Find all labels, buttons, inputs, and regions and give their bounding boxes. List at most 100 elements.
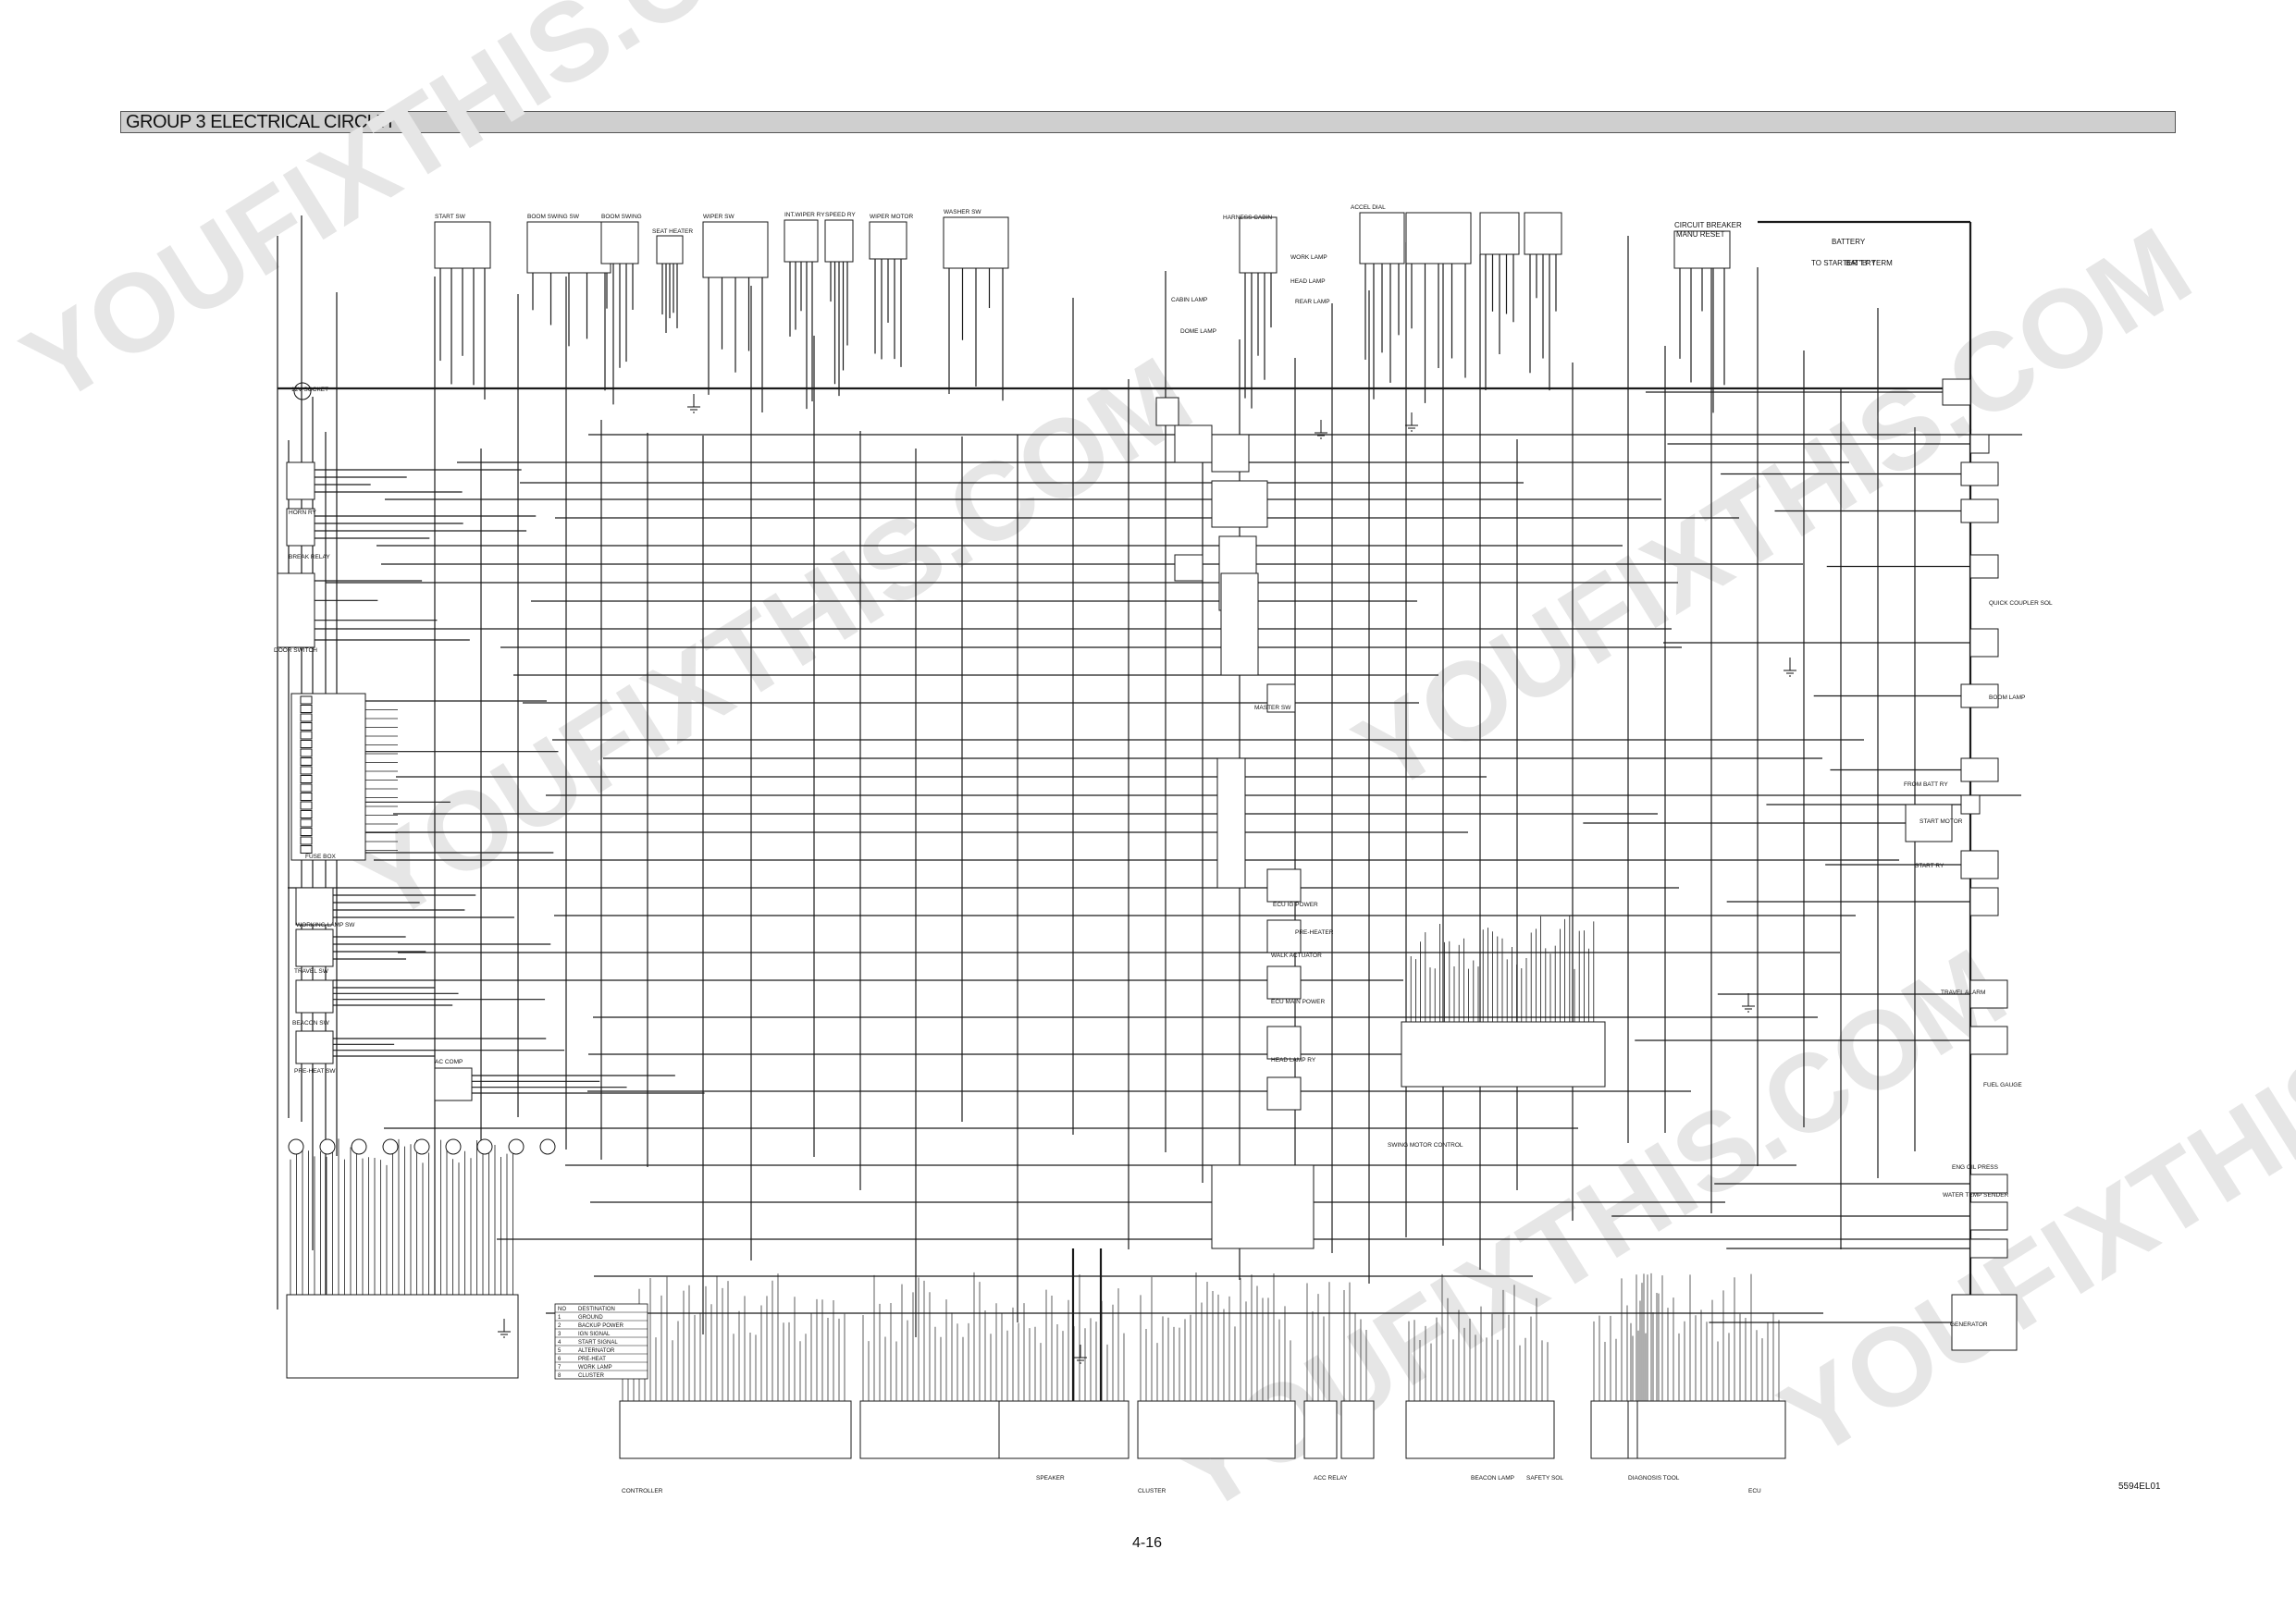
component-label: WIPER SW: [703, 214, 734, 220]
component-label: SAFETY SOL: [1526, 1475, 1563, 1482]
sensor-symbol: [319, 1138, 336, 1155]
sensor-symbol: [445, 1138, 462, 1155]
component-box: [1174, 554, 1204, 582]
component-box: [1960, 794, 1981, 815]
component-box: [1673, 230, 1731, 269]
fuse: [300, 818, 313, 828]
drawing-code: 5594EL01: [2118, 1482, 2161, 1492]
ground-symbol: [1315, 420, 1327, 439]
table-cell: 2: [558, 1323, 562, 1329]
table-cell: 8: [558, 1373, 562, 1379]
fuse: [300, 828, 313, 836]
component-box: [286, 461, 315, 500]
fuse: [300, 757, 313, 766]
component-label: SWING MOTOR CONTROL: [1388, 1142, 1463, 1149]
component-box: [1960, 461, 1999, 486]
component-box: [1266, 1026, 1302, 1060]
component-label: REAR LAMP: [1295, 299, 1330, 305]
component-label: DIAGNOSIS TOOL: [1628, 1475, 1680, 1482]
ground-symbol: [1742, 993, 1755, 1013]
table-cell: 3: [558, 1332, 562, 1337]
component-box: [1211, 480, 1268, 528]
component-box: [1636, 1400, 1786, 1459]
component-box: [1174, 424, 1213, 463]
sensor-symbol: [539, 1138, 556, 1155]
component-label: HORN RY: [289, 510, 317, 516]
component-label: FUSE BOX: [305, 854, 337, 860]
wire-layer: [277, 215, 2022, 1406]
component-label: 12V SOCKET: [291, 387, 328, 393]
component-box: [943, 216, 1009, 269]
component-label: ACC RELAY: [1314, 1475, 1348, 1482]
fuse: [300, 793, 313, 801]
component-box: [1220, 572, 1259, 676]
fuse: [300, 845, 313, 854]
component-box: [1960, 498, 1999, 523]
fuse: [300, 801, 313, 810]
fuse: [300, 695, 313, 705]
component-box: [619, 1400, 852, 1459]
component-label: CLUSTER: [1138, 1488, 1167, 1494]
component-label: SEAT HEATER: [652, 228, 693, 235]
fuse: [300, 836, 313, 845]
component-box: [1969, 628, 1999, 658]
component-box: [1905, 804, 1953, 842]
component-label: ENG OIL PRESS: [1952, 1164, 1999, 1171]
component-box: [1969, 979, 2008, 1009]
sensor-symbol: [351, 1138, 367, 1155]
ground-symbol: [687, 394, 700, 413]
controller-connector: [1401, 1021, 1606, 1088]
table-cell: START SIGNAL: [578, 1340, 618, 1346]
table-cell: WORK LAMP: [578, 1365, 612, 1371]
component-box: [1155, 397, 1179, 426]
sensor-symbol: [382, 1138, 399, 1155]
component-label: HEAD LAMP: [1290, 278, 1326, 285]
sensor-symbol: [476, 1138, 493, 1155]
component-box: [869, 221, 907, 260]
component-box: [1969, 434, 1990, 454]
component-label: WIPER MOTOR: [870, 214, 913, 220]
component-label: INT.WIPER RY: [784, 212, 825, 218]
ground-symbol: [1784, 658, 1796, 677]
component-label: HEAD LAMP RY: [1271, 1057, 1316, 1064]
sensor-symbol: [414, 1138, 430, 1155]
component-box: [1216, 757, 1246, 889]
component-label: ECU IG POWER: [1273, 902, 1318, 908]
component-label: PRE-HEAT SW: [294, 1068, 336, 1075]
component-label: FROM BATT RY: [1904, 781, 1948, 788]
component-box: [1211, 1164, 1315, 1249]
component-box: [702, 221, 769, 278]
table-cell: PRE-HEAT: [578, 1357, 606, 1362]
component-box: [1405, 212, 1472, 264]
component-box: [1969, 1238, 2008, 1259]
component-box: [1266, 965, 1302, 1000]
component-label: GENERATOR: [1950, 1322, 1988, 1328]
ground-symbol: [498, 1319, 511, 1338]
ground-symbol: [1074, 1345, 1087, 1364]
component-label: BEACON SW: [292, 1020, 330, 1027]
component-label: SPEAKER: [1036, 1475, 1065, 1482]
component-label: ECU MAIN POWER: [1271, 999, 1325, 1005]
component-label: BREAK RELAY: [289, 554, 330, 560]
component-box: [1960, 757, 1999, 782]
component-label: BATT RY: [1845, 259, 1877, 267]
component-box: [1960, 850, 1999, 879]
component-label: TO STARTER "B" TERM: [1811, 259, 1893, 267]
table-cell: 5: [558, 1348, 562, 1354]
page-number: 4-16: [1132, 1535, 1163, 1551]
component-label: BEACON LAMP: [1471, 1475, 1514, 1482]
component-box: [784, 219, 819, 263]
component-box: [1266, 919, 1302, 953]
fuse: [300, 775, 313, 783]
component-label: WORK LAMP: [1290, 254, 1327, 261]
component-box: [656, 235, 684, 264]
component-label: START MOTOR: [1920, 818, 1963, 825]
component-box: [1969, 887, 1999, 916]
component-box: [824, 219, 854, 263]
component-box: [434, 1067, 473, 1101]
component-box: [1479, 212, 1520, 255]
fuse: [300, 748, 313, 757]
fuse: [300, 810, 313, 818]
component-label: WORKING LAMP SW: [296, 922, 355, 928]
